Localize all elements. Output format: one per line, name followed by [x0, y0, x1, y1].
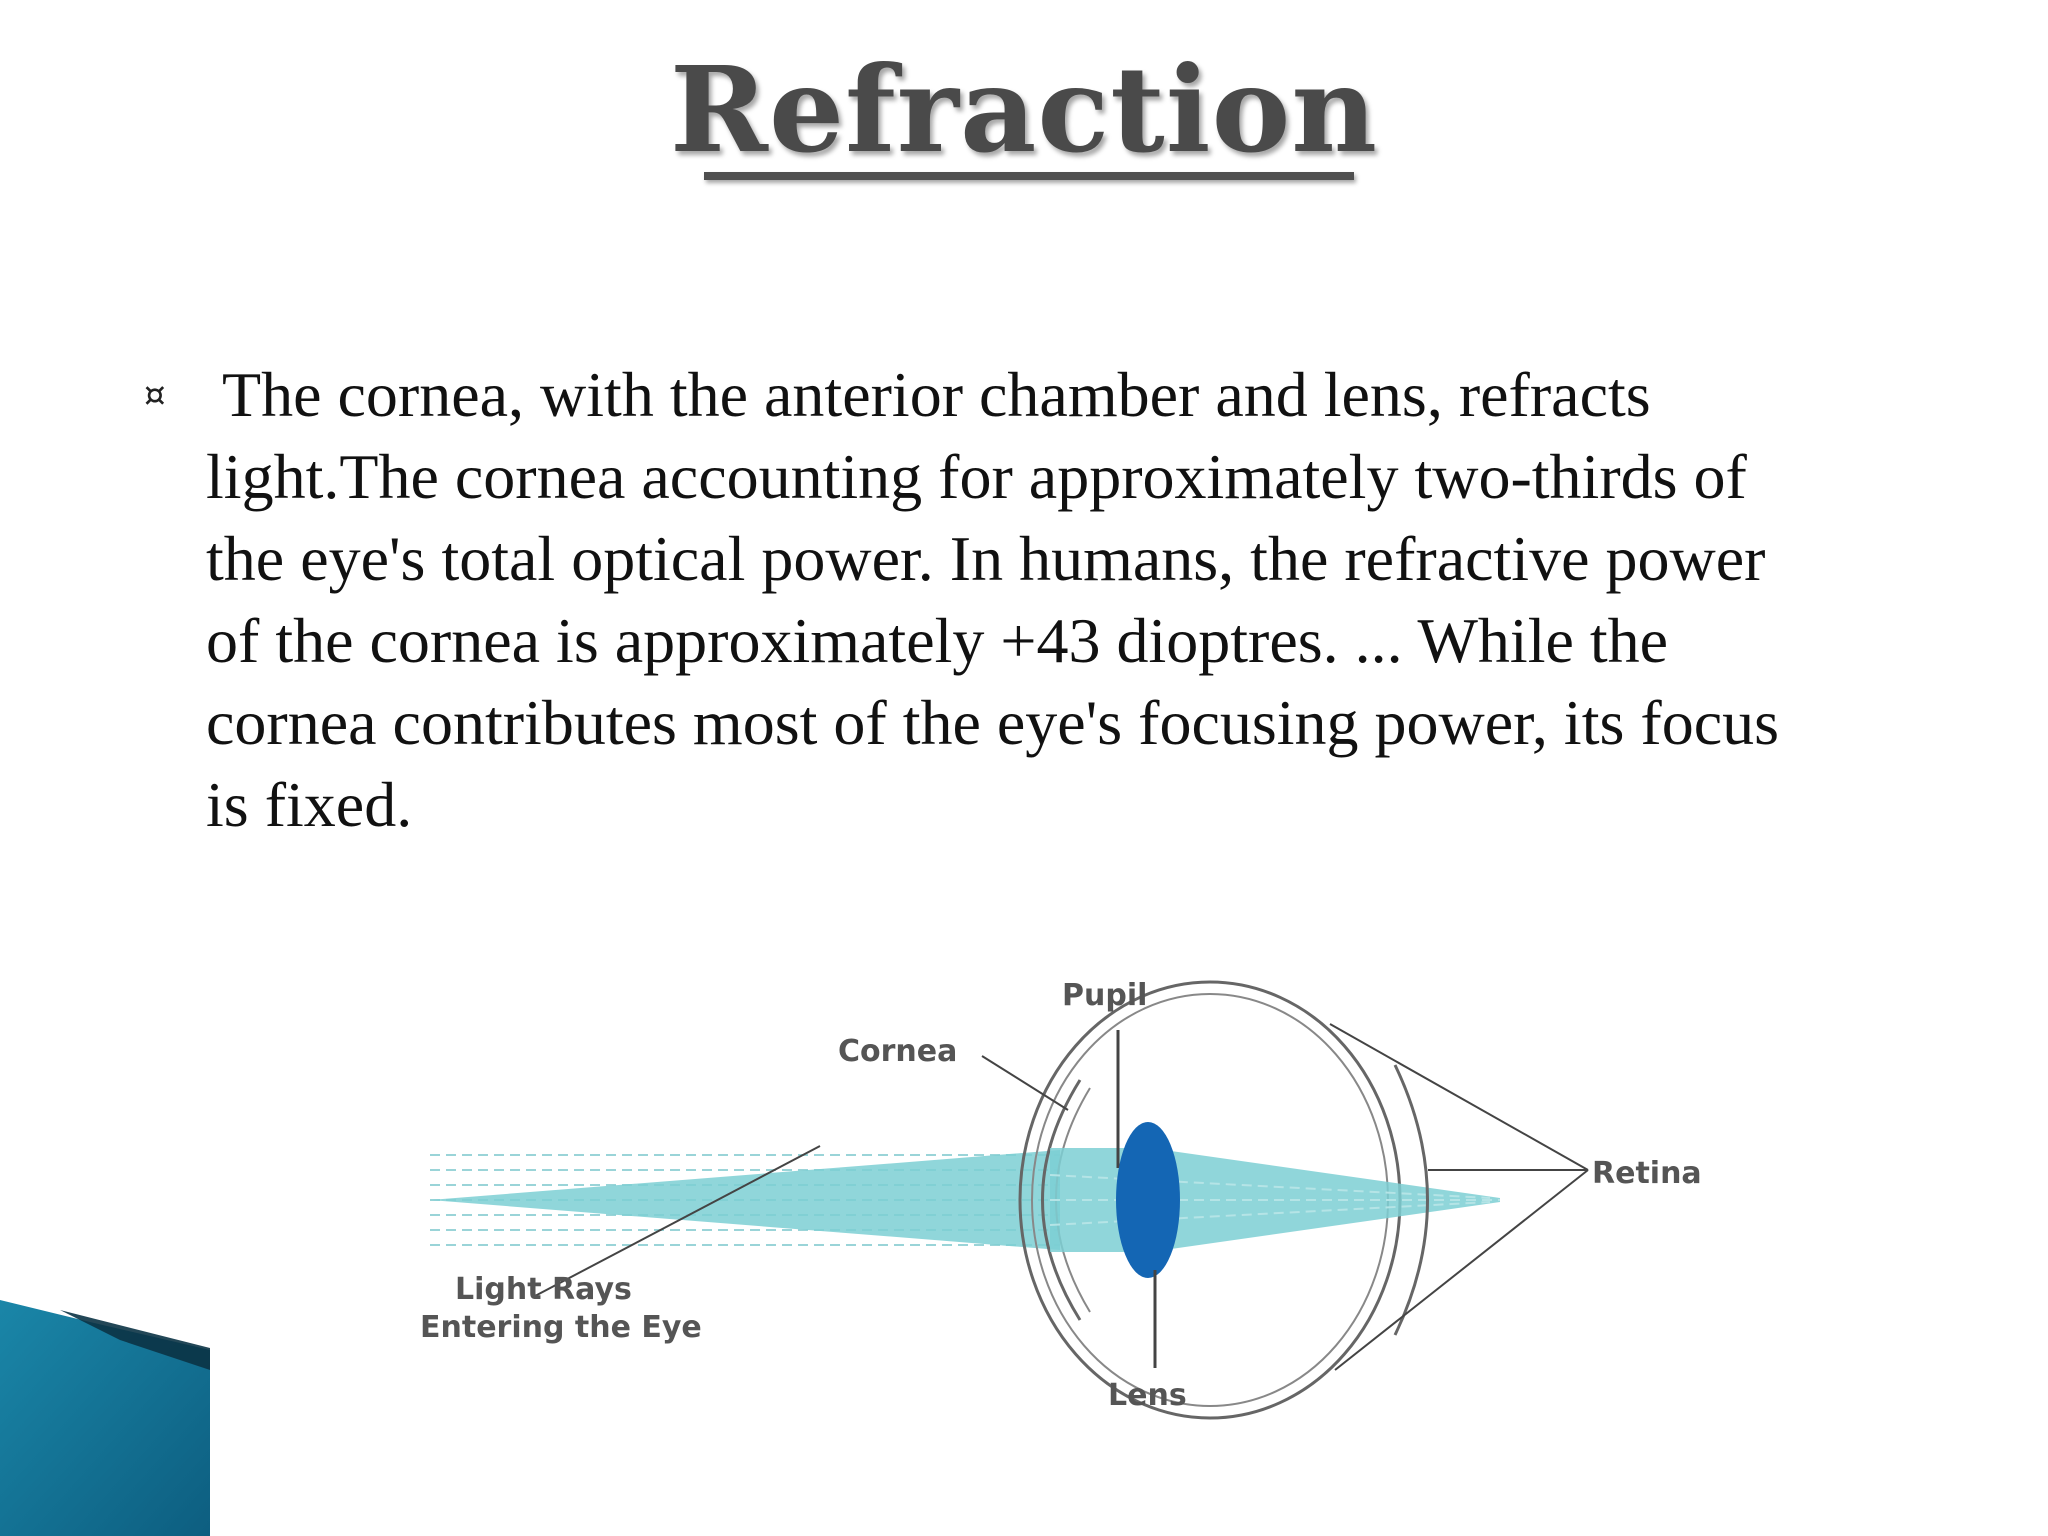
lens-label: Lens — [1108, 1378, 1187, 1413]
eye-refraction-diagram: Pupil Cornea Retina Light Rays Entering … — [400, 970, 1740, 1440]
retina-label: Retina — [1592, 1156, 1702, 1191]
cornea-label: Cornea — [838, 1034, 958, 1069]
corner-decoration — [0, 1300, 210, 1536]
pupil-label: Pupil — [1062, 978, 1148, 1013]
light-rays-label-line2: Entering the Eye — [420, 1310, 702, 1345]
light-rays-label-line1: Light Rays — [455, 1272, 632, 1307]
cornea-shape — [1041, 1079, 1082, 1321]
retina-shape — [1393, 1064, 1429, 1336]
bullet-marker-icon: ¤ — [144, 375, 166, 415]
eye-diagram-svg — [430, 980, 1589, 1420]
title-underline — [704, 172, 1354, 180]
bullet-text: The cornea, with the anterior chamber an… — [206, 359, 1779, 840]
slide-title: Refraction — [669, 40, 1379, 179]
lens-shape — [1116, 1122, 1180, 1278]
light-beam-entering — [430, 1150, 1060, 1250]
